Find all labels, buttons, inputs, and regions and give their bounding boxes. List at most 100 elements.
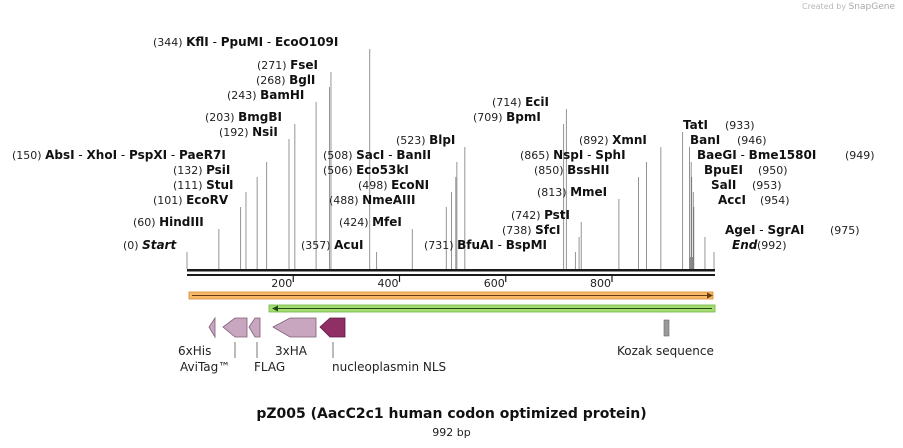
orange-orf-bar[interactable] bbox=[188, 291, 714, 300]
ruler-label: 600 bbox=[484, 277, 505, 290]
site-enzyme-name: FseI bbox=[290, 58, 318, 72]
label-kozak: Kozak sequence bbox=[617, 344, 714, 358]
restriction-site-label[interactable]: (203) BmgBI bbox=[205, 110, 282, 124]
site-enzyme-name: EcoRV bbox=[186, 193, 229, 207]
restriction-site-label[interactable]: (271) FseI bbox=[257, 58, 318, 72]
site-position: (813) bbox=[537, 186, 570, 199]
site-enzyme-name: End bbox=[732, 238, 758, 252]
feature-avitag-arrow[interactable] bbox=[222, 317, 248, 338]
restriction-site-label[interactable]: (508) SacI - BanII bbox=[323, 148, 431, 162]
restriction-site-label[interactable]: AccI bbox=[718, 193, 746, 207]
site-enzyme-name: SacI bbox=[356, 148, 384, 162]
restriction-site-label[interactable]: (268) BglI bbox=[256, 73, 315, 87]
restriction-site-label[interactable]: End bbox=[732, 238, 758, 252]
restriction-site-label[interactable]: (738) SfcI bbox=[502, 223, 561, 237]
restriction-site-label[interactable]: (865) NspI - SphI bbox=[520, 148, 626, 162]
restriction-site-label[interactable]: BanI bbox=[690, 133, 720, 147]
feature-3xha-arrow[interactable] bbox=[272, 317, 317, 338]
feature-flag-arrow[interactable] bbox=[248, 317, 261, 338]
restriction-site-label[interactable]: (488) NmeAIII bbox=[329, 193, 415, 207]
restriction-site-label[interactable]: (60) HindIII bbox=[133, 215, 204, 229]
site-position: (357) bbox=[301, 239, 334, 252]
site-position: (738) bbox=[502, 224, 535, 237]
site-enzyme-name: TatI bbox=[683, 118, 708, 132]
site-enzyme-name: BlpI bbox=[429, 133, 455, 147]
site-position: (933) bbox=[725, 119, 755, 132]
site-position: (508) bbox=[323, 149, 356, 162]
site-enzyme-name: BaeGI bbox=[697, 148, 737, 162]
label-avitag: AviTag™ bbox=[180, 360, 230, 374]
restriction-site-label[interactable]: (424) MfeI bbox=[339, 215, 402, 229]
restriction-site-label[interactable]: (344) KflI - PpuMI - EcoO109I bbox=[153, 35, 338, 49]
restriction-site-label[interactable]: (742) PstI bbox=[511, 208, 570, 222]
restriction-site-label[interactable]: (132) PsiI bbox=[173, 163, 230, 177]
site-position: (268) bbox=[256, 74, 289, 87]
site-enzyme-name: SphI bbox=[595, 148, 625, 162]
site-enzyme-name: NmeAIII bbox=[362, 193, 415, 207]
restriction-site-label[interactable]: BaeGI - Bme1580I bbox=[697, 148, 816, 162]
site-enzyme-name: MfeI bbox=[372, 215, 402, 229]
feature-6xhis-arrow[interactable] bbox=[208, 316, 216, 339]
site-enzyme-name: XmnI bbox=[612, 133, 647, 147]
restriction-site-label[interactable]: (150) AbsI - XhoI - PspXI - PaeR7I bbox=[12, 148, 226, 162]
ruler-label: 800 bbox=[590, 277, 611, 290]
site-position: (132) bbox=[173, 164, 206, 177]
restriction-site-label[interactable]: (813) MmeI bbox=[537, 185, 607, 199]
restriction-site-label[interactable]: (0) Start bbox=[123, 238, 177, 252]
restriction-site-label[interactable]: (192) NsiI bbox=[219, 125, 278, 139]
site-enzyme-name: SalI bbox=[711, 178, 736, 192]
site-enzyme-name: BanI bbox=[690, 133, 720, 147]
site-enzyme-name: EciI bbox=[525, 95, 549, 109]
restriction-site-label[interactable]: (850) BssHII bbox=[534, 163, 609, 177]
site-position: (975) bbox=[830, 224, 860, 237]
site-separator: - bbox=[209, 35, 221, 49]
restriction-site-label[interactable]: (506) Eco53kI bbox=[323, 163, 409, 177]
site-enzyme-name: NspI bbox=[553, 148, 583, 162]
site-enzyme-name: MmeI bbox=[570, 185, 607, 199]
restriction-site-label[interactable]: (714) EciI bbox=[492, 95, 549, 109]
site-enzyme-name: BanII bbox=[396, 148, 431, 162]
restriction-site-label[interactable]: (243) BamHI bbox=[227, 88, 304, 102]
site-position: (949) bbox=[845, 149, 875, 162]
site-separator: - bbox=[75, 148, 87, 162]
site-position: (0) bbox=[123, 239, 142, 252]
restriction-site-label[interactable]: (731) BfuAI - BspMI bbox=[424, 238, 547, 252]
site-position: (488) bbox=[329, 194, 362, 207]
restriction-site-label[interactable]: (498) EcoNI bbox=[358, 178, 429, 192]
restriction-site-label[interactable]: (523) BlpI bbox=[396, 133, 455, 147]
restriction-sites: (344) KflI - PpuMI - EcoO109I(271) FseI(… bbox=[12, 35, 875, 269]
site-position: (714) bbox=[492, 96, 525, 109]
site-position: (111) bbox=[173, 179, 206, 192]
green-orf-bar[interactable] bbox=[268, 304, 716, 313]
site-enzyme-name: BglI bbox=[289, 73, 315, 87]
site-position: (865) bbox=[520, 149, 553, 162]
site-position: (742) bbox=[511, 209, 544, 222]
site-position: (954) bbox=[760, 194, 790, 207]
site-position: (506) bbox=[323, 164, 356, 177]
site-position: (992) bbox=[757, 239, 787, 252]
site-enzyme-name: BamHI bbox=[260, 88, 304, 102]
site-enzyme-name: Start bbox=[142, 238, 177, 252]
site-enzyme-name: SfcI bbox=[535, 223, 560, 237]
restriction-site-label[interactable]: (357) AcuI bbox=[301, 238, 364, 252]
site-enzyme-name: PstI bbox=[544, 208, 570, 222]
restriction-site-label[interactable]: BpuEI bbox=[704, 163, 743, 177]
restriction-site-label[interactable]: SalI bbox=[711, 178, 736, 192]
restriction-site-label[interactable]: TatI bbox=[683, 118, 708, 132]
site-position: (498) bbox=[358, 179, 391, 192]
restriction-site-label[interactable]: (101) EcoRV bbox=[153, 193, 229, 207]
restriction-site-label[interactable]: AgeI - SgrAI bbox=[725, 223, 804, 237]
site-separator: - bbox=[583, 148, 595, 162]
site-enzyme-name: EcoO109I bbox=[275, 35, 338, 49]
label-6xhis: 6xHis bbox=[178, 344, 211, 358]
feature-kozak-box[interactable] bbox=[663, 319, 670, 337]
restriction-site-label[interactable]: (892) XmnI bbox=[579, 133, 647, 147]
ruler-label: 200 bbox=[271, 277, 292, 290]
site-enzyme-name: SgrAI bbox=[767, 223, 804, 237]
site-enzyme-name: BfuAI bbox=[457, 238, 494, 252]
restriction-site-label[interactable]: (709) BpmI bbox=[473, 110, 541, 124]
feature-nls-arrow[interactable] bbox=[319, 317, 346, 338]
restriction-site-label[interactable]: (111) StuI bbox=[173, 178, 233, 192]
